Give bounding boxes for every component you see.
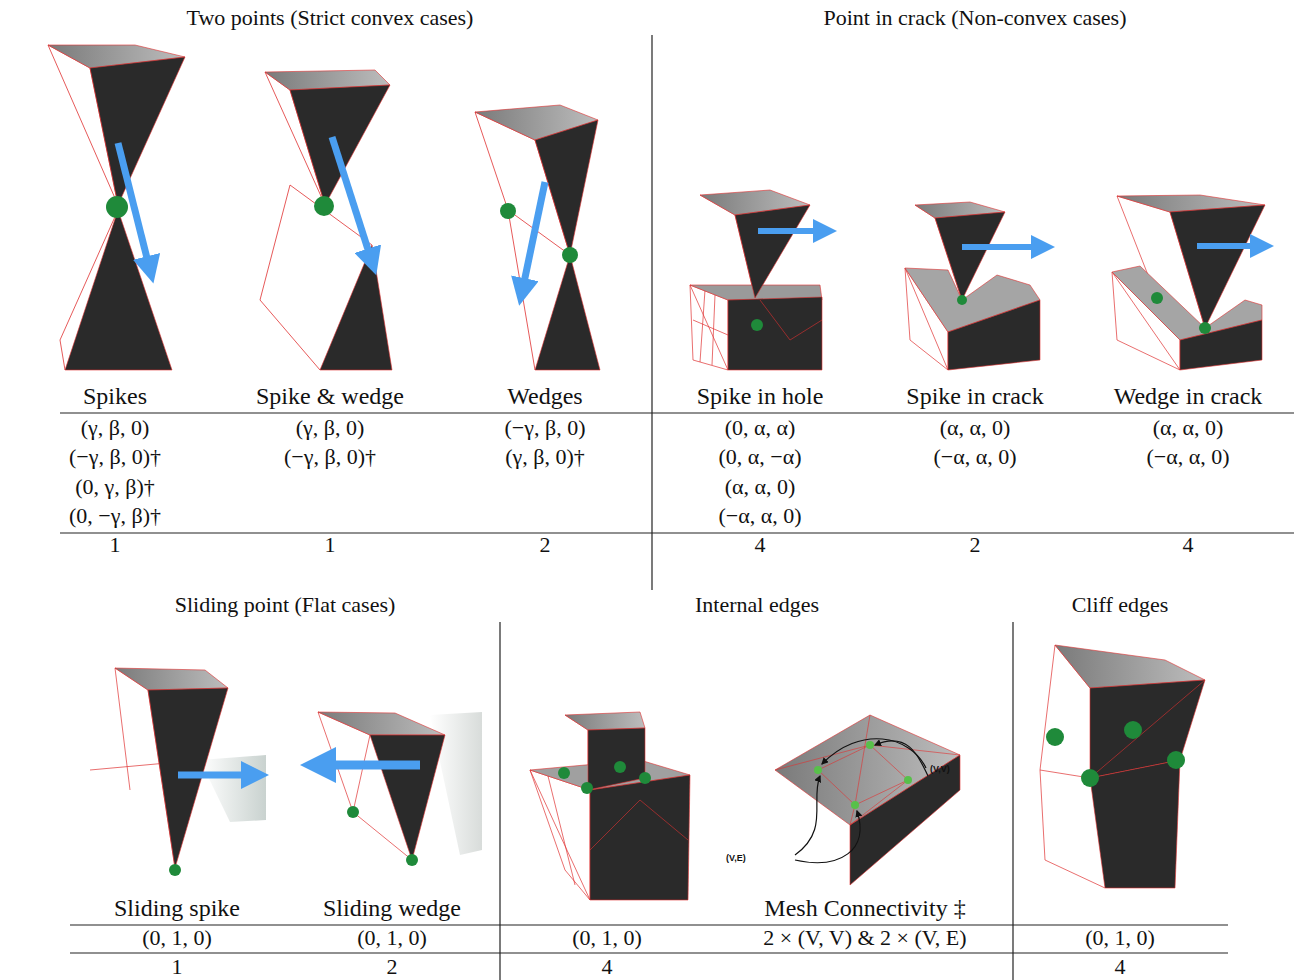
direction-tuple: (−γ, β, 0): [505, 414, 586, 442]
direction-tuple: (γ, β, 0)†: [505, 443, 585, 471]
direction-tuple: (α, α, 0): [940, 414, 1011, 442]
count-number: 1: [325, 533, 336, 557]
case-name: Wedge in crack: [1114, 382, 1263, 410]
direction-tuple: (−α, α, 0): [718, 502, 801, 530]
case-name: Wedges: [507, 382, 582, 410]
direction-tuple: (γ, β, 0): [296, 414, 365, 442]
case-name: Sliding spike: [114, 894, 240, 922]
count-number: 4: [755, 533, 766, 557]
count-number: (0, 1, 0): [357, 926, 427, 950]
count-number: 2: [540, 533, 551, 557]
case-name: Spike & wedge: [256, 382, 404, 410]
direction-tuple: (0, α, −α): [718, 443, 801, 471]
count-number: 1: [172, 955, 183, 979]
count-number: 1: [110, 533, 121, 557]
count-number: (0, 1, 0): [572, 926, 642, 950]
count-number: 4: [1115, 955, 1126, 979]
case-name: Spike in hole: [697, 382, 824, 410]
direction-tuple: (0, γ, β)†: [75, 473, 155, 501]
direction-tuple: (−α, α, 0): [1146, 443, 1229, 471]
section-heading: Point in crack (Non-convex cases): [823, 4, 1126, 32]
section-heading: Internal edges: [695, 591, 819, 619]
count-number: 4: [602, 955, 613, 979]
direction-tuple: (0, −γ, β)†: [69, 502, 161, 530]
section-heading: Cliff edges: [1072, 591, 1169, 619]
case-name: Spikes: [83, 382, 147, 410]
count-number: (0, 1, 0): [1085, 926, 1155, 950]
vertex-pair-label: (V,V): [930, 763, 950, 775]
vertex-pair-label: (V,E): [726, 852, 746, 864]
section-heading: Two points (Strict convex cases): [187, 4, 474, 32]
count-number: 2: [970, 533, 981, 557]
case-name: Spike in crack: [906, 382, 1043, 410]
count-number: 4: [1183, 533, 1194, 557]
section-heading: Sliding point (Flat cases): [175, 591, 396, 619]
direction-tuple: (α, α, 0): [725, 473, 796, 501]
direction-tuple: (−γ, β, 0)†: [69, 443, 161, 471]
case-name: Sliding wedge: [323, 894, 461, 922]
count-number: 2 × (V, V) & 2 × (V, E): [763, 926, 966, 950]
case-name: Mesh Connectivity ‡: [764, 894, 965, 922]
count-number: 2: [387, 955, 398, 979]
direction-tuple: (γ, β, 0): [81, 414, 150, 442]
direction-tuple: (−α, α, 0): [933, 443, 1016, 471]
direction-tuple: (−γ, β, 0)†: [284, 443, 376, 471]
direction-tuple: (0, α, α): [725, 414, 796, 442]
count-number: (0, 1, 0): [142, 926, 212, 950]
direction-tuple: (α, α, 0): [1153, 414, 1224, 442]
